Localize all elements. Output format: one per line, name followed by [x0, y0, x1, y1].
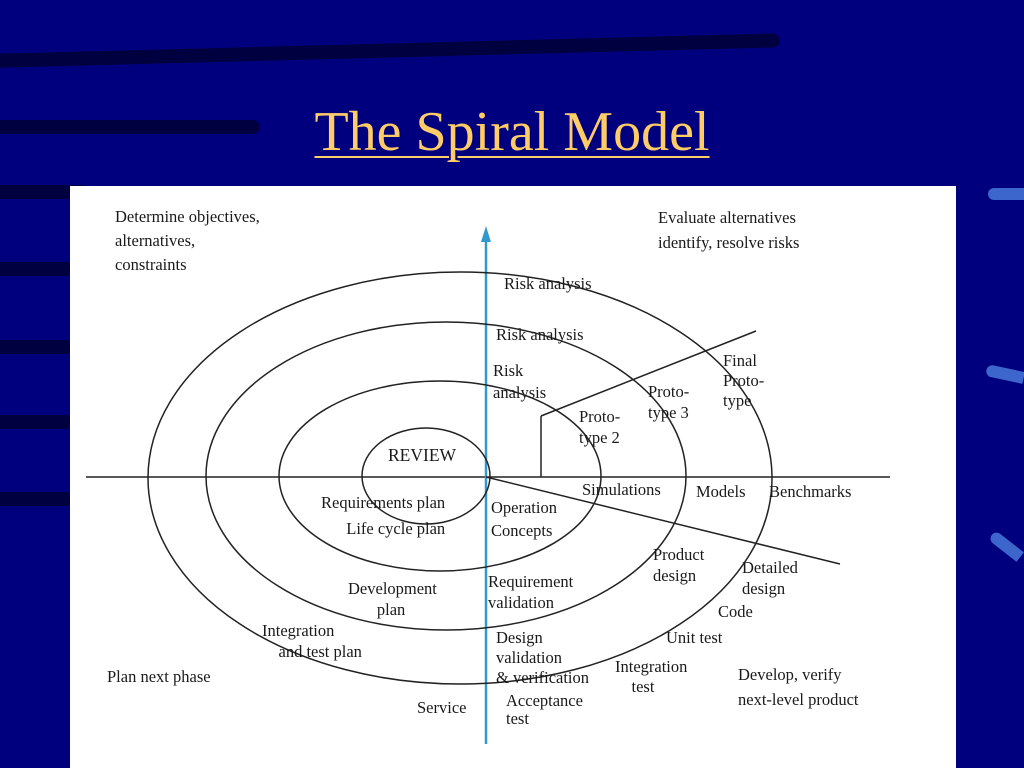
- design-validation-label: Design validation & verification: [496, 628, 590, 687]
- acceptance-test-label: Acceptance test: [506, 691, 583, 728]
- quadrant-top-left: Determine objectives, alternatives, cons…: [115, 207, 260, 274]
- risk-analysis-label: Risk analysis: [504, 274, 592, 293]
- product-design-label: Product design: [653, 545, 705, 585]
- spiral-ring-2: [278, 380, 602, 572]
- spiral-ring-1: [361, 427, 491, 525]
- spiral-lines: [86, 226, 890, 744]
- development-plan-label: Development plan: [348, 579, 437, 619]
- quadrant-top-right: Evaluate alternatives identify, resolve …: [658, 208, 800, 252]
- quadrant-bottom-left: Plan next phase: [107, 667, 211, 686]
- right-decoration: [985, 364, 1024, 384]
- slide-title: The Spiral Model: [314, 101, 710, 163]
- integration-test-plan-label: Integration and test plan: [262, 621, 362, 661]
- service-label: Service: [417, 698, 467, 717]
- background-streak: [0, 120, 260, 134]
- lower-right-divider: [485, 476, 841, 565]
- final-prototype-label: Final Proto- type: [723, 351, 765, 410]
- background-streak: [0, 492, 75, 506]
- spiral-ring-3: [205, 321, 687, 631]
- risk-analysis-label: Risk analysis: [493, 361, 547, 402]
- background-streak: [0, 185, 90, 199]
- background-streak: [0, 415, 75, 429]
- risk-analysis-label: Risk analysis: [496, 325, 584, 344]
- simulations-label: Simulations: [582, 480, 661, 499]
- spiral-ring-4: [147, 271, 773, 685]
- prototype-3-label: Proto- type 3: [648, 382, 690, 422]
- axis-arrowhead: [481, 226, 491, 242]
- right-decoration: [988, 188, 1024, 200]
- right-decoration: [988, 530, 1024, 562]
- models-label: Models: [696, 482, 746, 501]
- spiral-diagram: Determine objectives, alternatives, cons…: [70, 186, 956, 768]
- prototype-divider: [540, 330, 757, 417]
- requirement-validation-label: Requirement validation: [488, 572, 574, 612]
- background-streak: [0, 33, 781, 69]
- review-label: REVIEW: [388, 445, 457, 465]
- background-streak: [0, 262, 80, 276]
- benchmarks-label: Benchmarks: [769, 482, 852, 501]
- detailed-design-label: Detailed design: [742, 558, 798, 598]
- background-streak: [0, 340, 75, 354]
- unit-test-label: Unit test: [666, 628, 723, 647]
- prototype-2-label: Proto- type 2: [579, 407, 621, 447]
- quadrant-bottom-right: Develop, verify next-level product: [738, 665, 859, 709]
- operation-concepts-label: Operation Concepts: [491, 498, 557, 540]
- integration-test-label: Integration test: [615, 657, 688, 696]
- requirements-plan-label: Requirements plan Life cycle plan: [321, 493, 446, 538]
- code-label: Code: [718, 602, 753, 621]
